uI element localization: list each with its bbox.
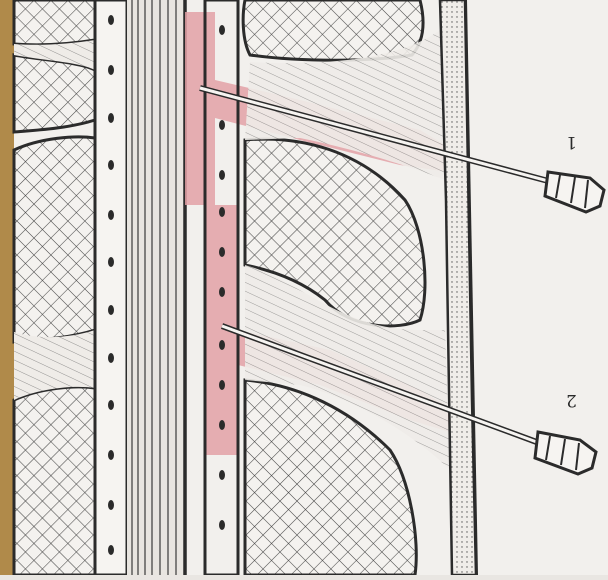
- vertebral-body-left-mid: [14, 137, 95, 342]
- needle-1-label: 1: [566, 132, 577, 152]
- vertebral-body-left-cap: [14, 0, 95, 45]
- left-edge-strip: [0, 0, 14, 575]
- vertebral-body-left-bottom: [14, 387, 95, 575]
- needle-2-label: 2: [566, 390, 577, 410]
- vertebral-body-left-top: [14, 55, 95, 132]
- ligament-band-left: [95, 0, 127, 575]
